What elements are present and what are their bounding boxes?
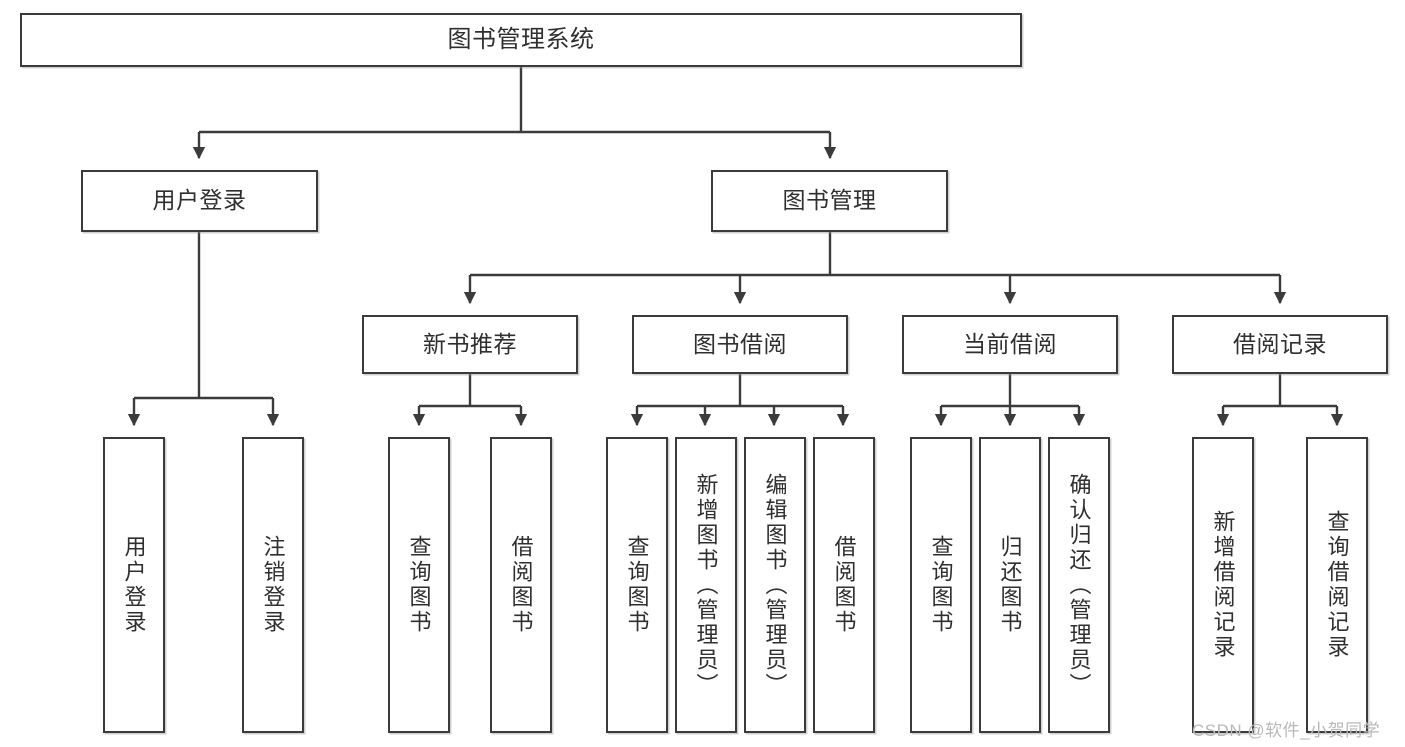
node-user-login[interactable]: 用户登录	[81, 170, 318, 232]
leaf-query-books-current[interactable]: 查询图书	[910, 437, 972, 733]
node-label: 用户登录	[121, 535, 147, 635]
node-label: 查询借阅记录	[1324, 510, 1350, 660]
node-label: 借阅图书	[831, 535, 857, 635]
node-label: 新增图书（管理员）	[693, 472, 719, 698]
leaf-query-books-borrow[interactable]: 查询图书	[606, 437, 668, 733]
leaf-user-login[interactable]: 用户登录	[103, 437, 165, 733]
leaf-borrow-books[interactable]: 借阅图书	[813, 437, 875, 733]
node-label: 新增借阅记录	[1210, 510, 1236, 660]
node-label: 编辑图书（管理员）	[762, 472, 788, 698]
node-label: 确认归还（管理员）	[1066, 472, 1092, 698]
node-book-management[interactable]: 图书管理	[711, 170, 948, 232]
node-label: 借阅记录	[1233, 330, 1327, 357]
leaf-borrow-books-recommend[interactable]: 借阅图书	[490, 437, 552, 733]
node-new-book-recommend[interactable]: 新书推荐	[362, 315, 578, 374]
node-book-borrow[interactable]: 图书借阅	[632, 315, 848, 374]
leaf-edit-book-admin[interactable]: 编辑图书（管理员）	[744, 437, 806, 733]
leaf-add-borrow-record[interactable]: 新增借阅记录	[1192, 437, 1254, 733]
csdn-watermark: CSDN @软件_小贺同学	[1192, 721, 1381, 740]
node-borrow-records[interactable]: 借阅记录	[1172, 315, 1388, 374]
node-root-system[interactable]: 图书管理系统	[20, 13, 1022, 67]
leaf-query-borrow-record[interactable]: 查询借阅记录	[1306, 437, 1368, 733]
node-label: 归还图书	[997, 535, 1023, 635]
leaf-logout[interactable]: 注销登录	[242, 437, 304, 733]
node-current-borrow[interactable]: 当前借阅	[902, 315, 1118, 374]
node-label: 图书借阅	[693, 330, 787, 357]
node-label: 图书管理	[782, 187, 877, 214]
node-label: 查询图书	[624, 535, 650, 635]
node-label: 查询图书	[406, 535, 432, 635]
node-label: 注销登录	[260, 535, 286, 635]
leaf-return-books[interactable]: 归还图书	[979, 437, 1041, 733]
node-label: 图书管理系统	[447, 25, 595, 53]
node-label: 新书推荐	[423, 330, 517, 357]
leaf-add-book-admin[interactable]: 新增图书（管理员）	[675, 437, 737, 733]
node-label: 当前借阅	[963, 330, 1057, 357]
node-label: 用户登录	[152, 187, 247, 214]
leaf-query-books-recommend[interactable]: 查询图书	[388, 437, 450, 733]
node-label: 借阅图书	[508, 535, 534, 635]
node-label: 查询图书	[928, 535, 954, 635]
leaf-confirm-return-admin[interactable]: 确认归还（管理员）	[1048, 437, 1110, 733]
